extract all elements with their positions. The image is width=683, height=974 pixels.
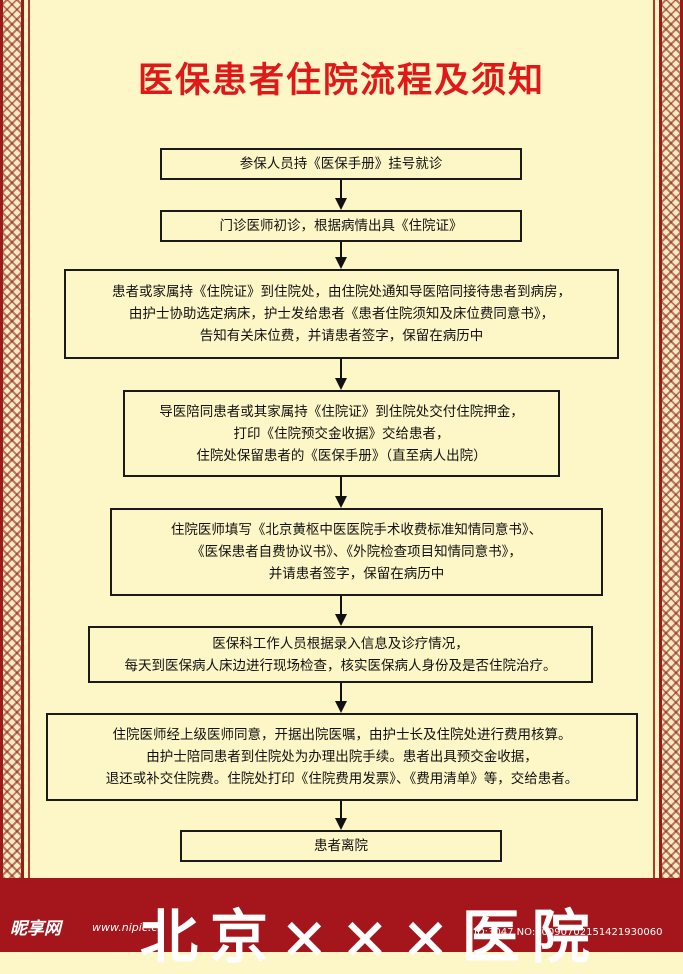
left-decorative-border [0, 0, 24, 878]
step-3-line-2: 由护士协助选定病床，护士发给患者《患者住院须知及床位费同意书》， [128, 306, 555, 322]
step-8-line-1: 患者离院 [314, 838, 368, 854]
right-inner-line [653, 0, 655, 878]
step-6-line-2: 每天到医保病人床边进行现场检查，核实医保病人身份及是否住院治疗。 [124, 657, 557, 674]
step-5-line-3: 并请患者签字，保留在病历中 [268, 566, 445, 582]
watermark-logo: 昵享网 [10, 919, 61, 939]
step-7-line-1: 住院医师经上级医师同意，开据出院医嘱，由护士长及住院处进行费用核算。 [112, 727, 572, 743]
watermark-site: www.nipic.cn [92, 921, 165, 934]
step-box-3: 患者或家属持《住院证》到住院处，由住院处通知导医陪同接待患者到病房， 由护士协助选… [64, 269, 619, 359]
step-3-line-3: 告知有关床位费，并请患者签字，保留在病历中 [199, 328, 484, 344]
step-5-line-2: 《医保患者自费协议书》、《外院检查项目知情同意书》， [191, 544, 522, 560]
step-4-line-1: 导医陪同患者或其家属持《住院证》到住院处交付住院押金， [159, 403, 524, 420]
step-6-line-1: 医保科工作人员根据录入信息及诊疗情况， [212, 635, 469, 652]
page-title: 医保患者住院流程及须知 [137, 61, 545, 101]
step-box-6: 医保科工作人员根据录入信息及诊疗情况， 每天到医保病人床边进行现场检查，核实医保病… [88, 626, 593, 683]
step-box-2: 门诊医师初诊，根据病情出具《住院证》 [160, 210, 522, 242]
step-box-5: 住院医师填写《北京黄枢中医医院手术收费标准知情同意书》、《医保患者自费协议书》、… [110, 508, 603, 596]
step-4-line-3: 住院处保留患者的《医保手册》（直至病人出院） [196, 447, 487, 464]
step-5-line-1: 住院医师填写《北京黄枢中医医院手术收费标准知情同意书》、 [170, 522, 543, 538]
step-4-line-2: 打印《住院预交金收据》交给患者， [233, 425, 450, 442]
right-decorative-border [659, 0, 683, 878]
footer-band [0, 878, 683, 952]
step-box-1: 参保人员持《医保手册》挂号就诊 [160, 148, 522, 180]
step-7-line-2: 由护士陪同患者到住院处为办理出院手续。患者出具预交金收据， [146, 749, 538, 765]
step-box-7: 住院医师经上级医师同意，开据出院医嘱，由护士长及住院处进行费用核算。由护士陪同患… [46, 713, 638, 801]
left-inner-line [28, 0, 30, 878]
step-box-4: 导医陪同患者或其家属持《住院证》到住院处交付住院押金， 打印《住院预交金收据》交给… [123, 390, 560, 477]
watermark-id: ID:3047 NO:20090702151421930060 [474, 927, 663, 938]
step-box-8: 患者离院 [180, 830, 502, 862]
step-3-line-1: 患者或家属持《住院证》到住院处，由住院处通知导医陪同接待患者到病房， [112, 284, 571, 300]
step-7-line-3: 退还或补交住院费。住院处打印《住院费用发票》、《费用清单》等，交给患者。 [105, 771, 579, 787]
step-2-line-1: 门诊医师初诊，根据病情出具《住院证》 [219, 218, 463, 234]
step-1-line-1: 参保人员持《医保手册》挂号就诊 [239, 156, 443, 172]
